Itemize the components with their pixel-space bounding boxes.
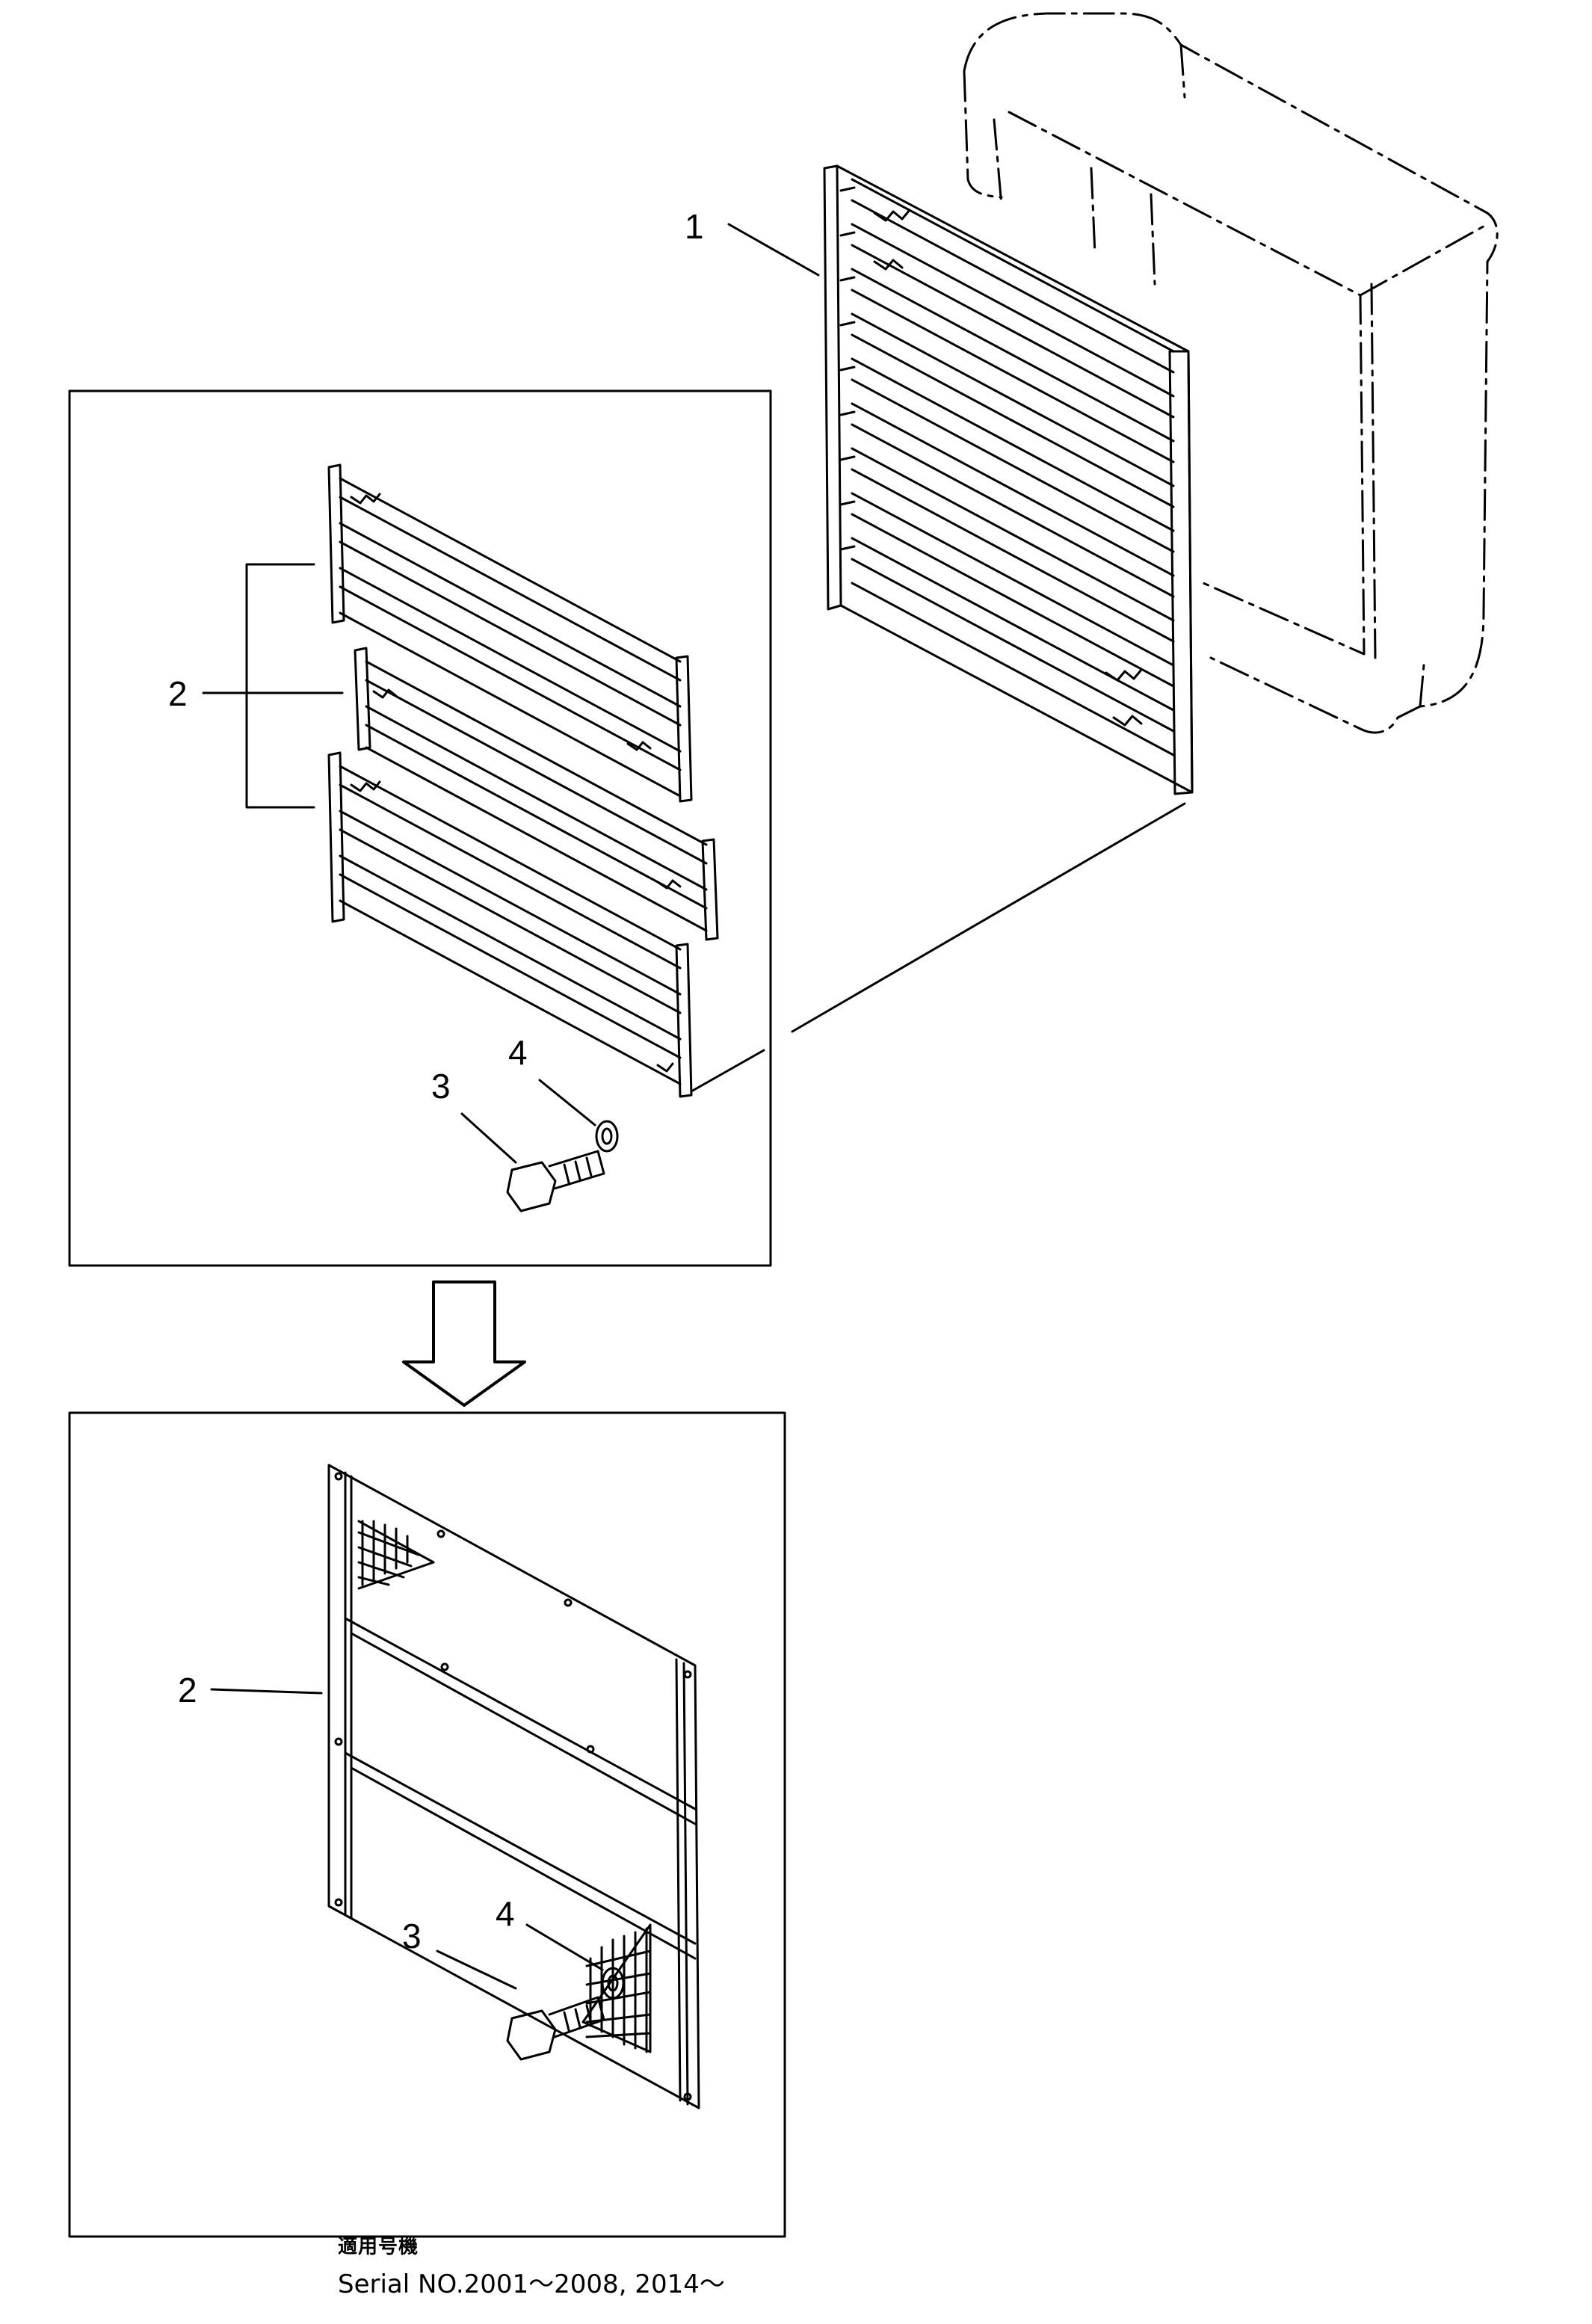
callout-4-bottom: 4 <box>496 1894 515 1933</box>
callout-2-leader-bottom <box>210 1688 323 1695</box>
bolt-bottom <box>506 1996 605 2061</box>
applicability-label: 適用号機 <box>338 2236 419 2258</box>
radiator-housing <box>963 12 1499 734</box>
connection-line <box>690 802 1186 1093</box>
callout-3-top: 3 <box>431 1067 451 1106</box>
grille-assembly <box>823 164 1194 795</box>
callout-3-leader <box>460 1112 517 1164</box>
callout-3-leader-bottom <box>436 1949 517 1990</box>
callout-4-leader-bottom <box>525 1923 604 1971</box>
callout-2-top: 2 <box>168 674 188 713</box>
callout-4-top: 4 <box>508 1033 528 1072</box>
washer-bottom <box>601 1967 625 2000</box>
callout-4-leader <box>538 1079 596 1126</box>
callout-3-bottom: 3 <box>402 1917 422 1955</box>
callout-1: 1 <box>685 207 704 246</box>
callout-2-bracket <box>245 563 315 809</box>
detail-box-before <box>68 389 772 1267</box>
washer <box>595 1120 619 1153</box>
callout-2-bottom: 2 <box>178 1671 197 1710</box>
sectioned-grille-panels <box>327 463 719 1098</box>
mesh-grille-panel <box>327 1464 700 2109</box>
detail-box-after <box>68 1411 786 2238</box>
bolt <box>506 1150 605 1212</box>
down-arrow-icon <box>402 1280 526 1407</box>
serial-number-range: Serial NO.2001～2008, 2014～ <box>338 2269 725 2299</box>
callout-1-leader <box>727 223 820 277</box>
